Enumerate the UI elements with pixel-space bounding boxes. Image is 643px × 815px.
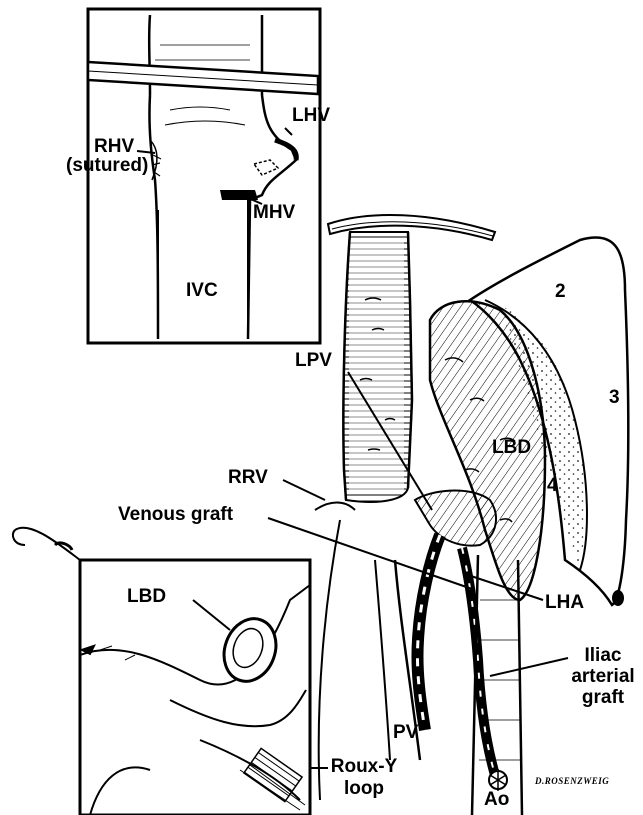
label-lha: LHA — [545, 593, 584, 613]
label-mhv: MHV — [253, 203, 295, 223]
label-pv: PV — [393, 723, 418, 743]
label-lbd-main: LBD — [492, 438, 531, 458]
bottom-inset — [80, 560, 310, 815]
artist-signature: D.ROSENZWEIG — [535, 776, 609, 786]
label-iliac: Iliac — [570, 646, 636, 666]
label-rrv: RRV — [228, 468, 268, 488]
tissue-flap — [13, 528, 80, 560]
label-rhv-sutured: (sutured) — [66, 156, 148, 176]
label-lbd-inset: LBD — [127, 587, 166, 607]
label-segment-4: 4 — [547, 476, 558, 496]
label-loop: loop — [326, 779, 402, 799]
label-lpv: LPV — [295, 351, 332, 371]
label-ao: Ao — [484, 790, 509, 810]
label-roux-y: Roux-Y — [326, 757, 402, 777]
label-segment-3: 3 — [609, 388, 620, 408]
label-lhv: LHV — [292, 106, 330, 126]
label-ivc: IVC — [186, 281, 218, 301]
label-graft: graft — [570, 688, 636, 708]
label-venous-graft: Venous graft — [118, 505, 233, 525]
label-segment-2: 2 — [555, 282, 566, 302]
label-rhv: RHV — [94, 137, 134, 157]
label-arterial: arterial — [570, 667, 636, 687]
